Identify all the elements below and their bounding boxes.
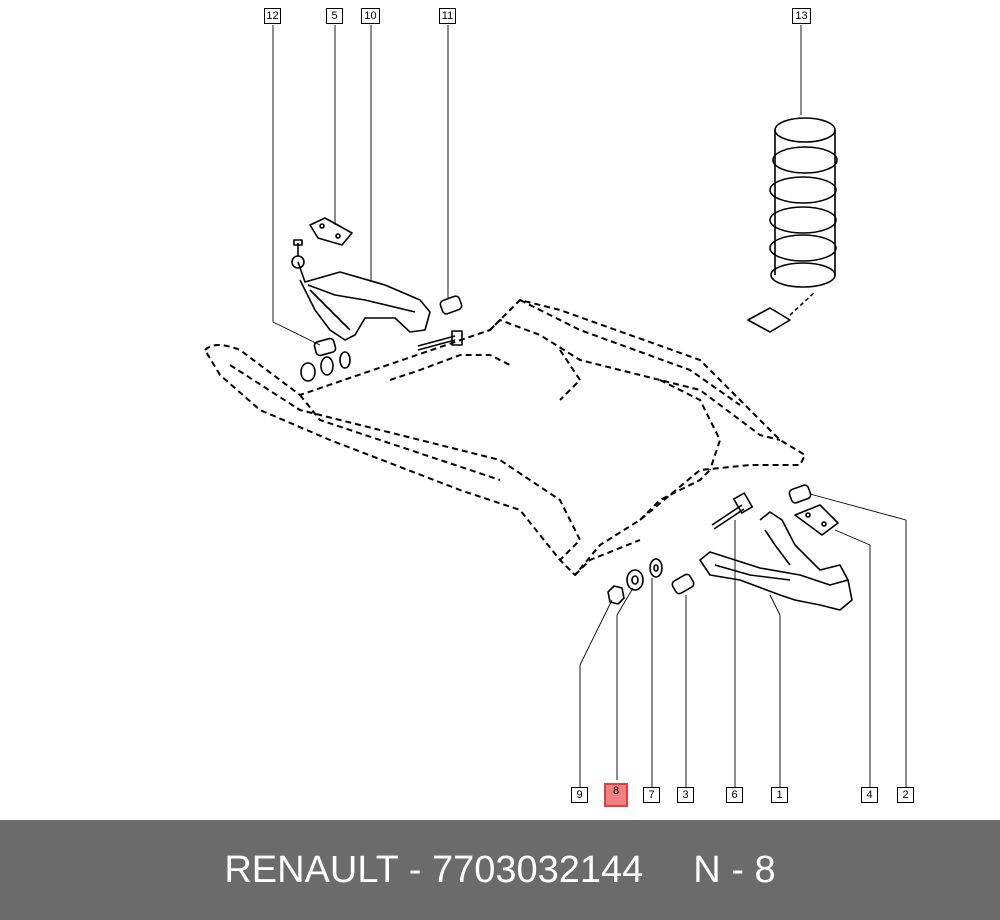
bushing-upper-rear <box>439 295 463 315</box>
brand-part-number: RENAULT - 7703032144 <box>224 848 644 891</box>
callout-9[interactable]: 9 <box>571 787 588 803</box>
callout-13[interactable]: 13 <box>792 8 811 24</box>
bushing-lower-front <box>671 573 695 595</box>
bolt-lower <box>711 492 753 530</box>
callout-1[interactable]: 1 <box>771 787 788 803</box>
suspension-exploded-diagram <box>204 25 907 787</box>
callout-11[interactable]: 11 <box>439 8 456 24</box>
callout-7[interactable]: 7 <box>643 787 660 803</box>
callout-2[interactable]: 2 <box>897 787 914 803</box>
mounting-plate-upper <box>309 217 353 246</box>
part-info-footer: RENAULT - 7703032144 N - 8 <box>0 820 1000 920</box>
callout-6[interactable]: 6 <box>726 787 743 803</box>
washer-8 <box>626 569 644 591</box>
callout-3[interactable]: 3 <box>677 787 694 803</box>
mounting-plate-lower <box>794 504 839 536</box>
upper-wishbone-arm <box>291 239 431 341</box>
washer-7 <box>649 558 663 578</box>
coil-spring <box>769 117 838 288</box>
bushing-upper-front <box>300 337 351 382</box>
nut-9 <box>607 585 625 605</box>
bolt-upper <box>417 330 463 351</box>
bushing-lower-rear <box>788 484 812 504</box>
callout-5[interactable]: 5 <box>326 8 343 24</box>
callout-12[interactable]: 12 <box>264 8 281 24</box>
callout-10[interactable]: 10 <box>361 8 380 24</box>
spring-seat <box>747 291 816 333</box>
lower-wishbone-arm <box>699 511 853 611</box>
callout-4[interactable]: 4 <box>861 787 878 803</box>
subframe <box>204 299 806 576</box>
reference-number: N - 8 <box>693 848 776 891</box>
callout-8-highlighted[interactable]: 8 <box>604 783 628 807</box>
leader-lines <box>272 25 907 787</box>
